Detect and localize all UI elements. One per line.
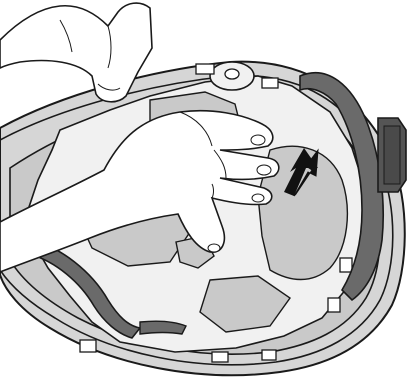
hand-icon: [0, 3, 152, 102]
